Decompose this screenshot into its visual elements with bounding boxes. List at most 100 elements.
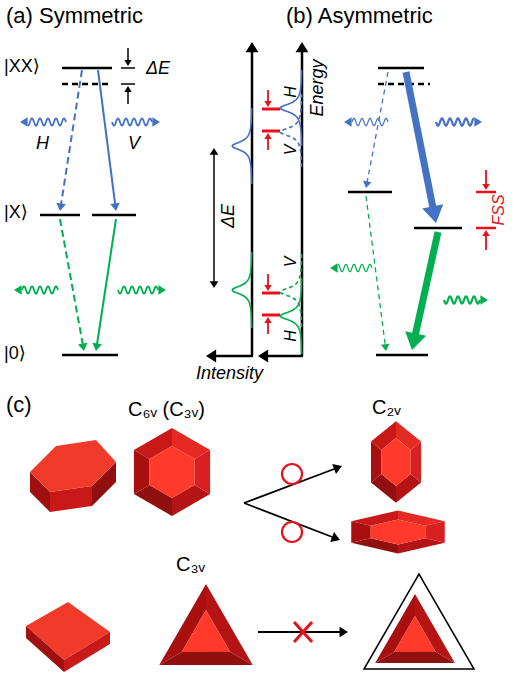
panel-title: (c) <box>6 393 32 417</box>
fss-marker <box>262 130 280 133</box>
arrow-head <box>78 343 87 351</box>
arrow-head <box>92 343 102 351</box>
photon <box>352 118 388 125</box>
allowed-mark <box>282 464 302 484</box>
symmetry-label: C₂ᵥ <box>372 396 401 418</box>
energy-level <box>378 67 424 70</box>
arrow-head <box>258 350 268 363</box>
arrow-head <box>330 532 340 542</box>
polarization-label: H <box>36 134 49 154</box>
arrow-head <box>14 285 22 295</box>
transition-arrow <box>60 219 83 345</box>
arrow-head <box>480 295 488 305</box>
crystal-facet <box>381 438 410 486</box>
spectral-peak <box>232 108 251 184</box>
photon <box>112 118 152 125</box>
transition-arrow <box>98 70 115 205</box>
energy-level <box>348 191 392 194</box>
fss-marker <box>262 292 280 295</box>
energy-level <box>92 214 136 217</box>
spectral-peak <box>232 252 251 328</box>
energy-level <box>40 214 80 217</box>
arrow-head <box>246 42 259 52</box>
transform-arrow <box>244 468 335 503</box>
photon <box>444 296 480 303</box>
arrow-head <box>296 42 309 52</box>
spectral-peak <box>280 278 301 354</box>
fss-marker <box>476 227 496 230</box>
photon <box>338 264 372 272</box>
arrow-head <box>264 101 272 107</box>
splitting-arrow <box>213 218 215 282</box>
arrow-head <box>332 464 342 474</box>
arrow-head <box>330 263 338 273</box>
fss-marker <box>485 235 487 250</box>
fss-marker <box>267 90 269 102</box>
polarization-label: H <box>282 86 300 98</box>
state-label: |0⟩ <box>4 344 26 364</box>
allowed-mark <box>282 522 302 542</box>
fss-label: FSS <box>490 194 508 225</box>
fss-marker <box>267 322 269 334</box>
energy-level <box>62 83 112 86</box>
arrow-head <box>264 285 272 291</box>
transition-arrow <box>97 219 116 345</box>
arrow-head <box>381 344 390 351</box>
crystal-facet <box>149 446 194 498</box>
transform-arrow <box>244 503 333 537</box>
axis-label: Intensity <box>196 364 263 384</box>
photon <box>118 286 158 293</box>
fss-marker <box>485 170 487 185</box>
polarization-label: V <box>282 145 300 156</box>
panel-title: (a) Symmetric <box>6 4 143 28</box>
splitting-marker <box>127 48 129 61</box>
photon <box>436 118 474 126</box>
crystal-facet <box>182 610 230 652</box>
crystal-facet <box>394 616 436 652</box>
transition-arrow <box>406 72 433 209</box>
spectral-peak <box>280 70 301 146</box>
crystal-facet <box>371 519 426 544</box>
crystal-facet <box>26 626 64 672</box>
arrow-head <box>124 60 132 66</box>
energy-level <box>62 354 118 357</box>
symmetry-label: C₆ᵥ (C₃ᵥ) <box>128 398 205 420</box>
splitting-marker <box>121 83 135 85</box>
arrow-head <box>152 117 160 127</box>
transition-arrow <box>61 70 82 205</box>
arrow-head <box>363 181 371 188</box>
arrow-head <box>264 133 272 139</box>
splitting-label: ΔE <box>146 59 170 79</box>
arrow-head <box>422 204 443 223</box>
crystal-facet <box>30 440 116 492</box>
energy-level <box>62 67 112 70</box>
transform-arrow <box>258 631 341 633</box>
arrow-head <box>20 117 28 127</box>
state-label: |X⟩ <box>4 203 28 223</box>
state-label: |XX⟩ <box>4 57 40 77</box>
arrow-head <box>124 86 132 92</box>
forbidden-mark <box>294 622 312 642</box>
energy-level <box>414 227 462 230</box>
arrow-head <box>405 331 426 350</box>
arrow-head <box>474 117 482 127</box>
arrow-head <box>56 203 66 211</box>
spectral-peak <box>280 94 301 170</box>
arrow-head <box>482 230 490 236</box>
fss-marker <box>476 191 496 194</box>
arrow-head <box>210 281 219 288</box>
arrow-head <box>210 148 219 155</box>
axis <box>214 355 253 358</box>
polarization-label: V <box>128 134 140 154</box>
axis <box>266 355 303 358</box>
transition-arrow <box>367 72 388 182</box>
illustration <box>14 42 496 672</box>
arrow-head <box>340 627 348 638</box>
polarization-label: V <box>282 257 300 268</box>
fss-marker <box>267 274 269 286</box>
crystal-facet <box>64 632 110 672</box>
arrow-head <box>158 285 166 295</box>
axis-label: Energy <box>308 59 328 116</box>
arrow-head <box>110 203 120 211</box>
